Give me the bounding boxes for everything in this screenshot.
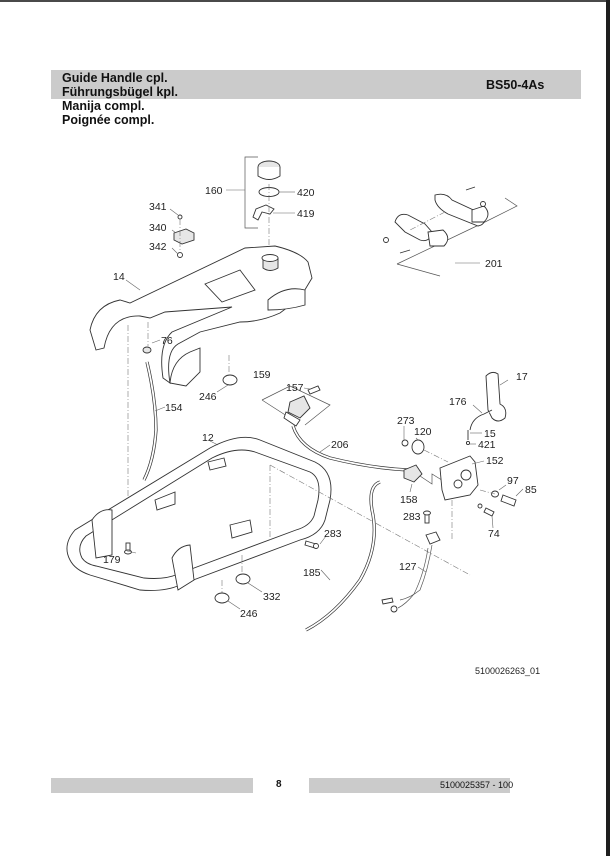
- callout-97: 97: [507, 475, 519, 487]
- title-spanish: Manija compl.: [62, 99, 145, 113]
- callout-158: 158: [400, 494, 418, 506]
- hose-154: [142, 361, 158, 481]
- callout-15: 15: [484, 428, 496, 440]
- callout-185: 185: [303, 567, 321, 579]
- callout-74: 74: [488, 528, 500, 540]
- bolt-179: [124, 542, 132, 555]
- callout-14: 14: [113, 271, 125, 283]
- page-number: 8: [276, 779, 282, 790]
- callout-17: 17: [516, 371, 528, 383]
- header-band: [51, 70, 581, 99]
- hose-clamps-lower: [214, 555, 251, 604]
- throttle-plate-152: [439, 455, 479, 540]
- callout-340: 340: [149, 222, 167, 234]
- grommet-76: [127, 322, 152, 545]
- hose-185: [305, 480, 381, 632]
- throttle-lever-17: [465, 371, 507, 446]
- callout-120: 120: [414, 426, 432, 438]
- callout-283-right: 283: [403, 511, 421, 523]
- callout-206: 206: [331, 439, 349, 451]
- title-german: Führungsbügel kpl.: [62, 85, 178, 99]
- exploded-parts-diagram: 160 420 419 341 340 342 201 14 76 246 15…: [66, 156, 537, 632]
- callout-160: 160: [205, 185, 223, 197]
- callout-201: 201: [485, 258, 503, 270]
- callout-12: 12: [202, 432, 214, 444]
- callout-419: 419: [297, 208, 315, 220]
- leader-lines: [125, 189, 524, 610]
- callout-246-upper: 246: [199, 391, 217, 403]
- callout-154: 154: [165, 402, 183, 414]
- callout-342: 342: [149, 241, 167, 253]
- fuel-cap-group: [244, 156, 281, 255]
- callout-labels: 160 420 419 341 340 342 201 14 76 246 15…: [103, 185, 537, 620]
- model-number: BS50-4As: [486, 78, 545, 92]
- clamp-assembly: [383, 186, 518, 277]
- title-french: Poignée compl.: [62, 113, 155, 127]
- callout-157: 157: [286, 382, 304, 394]
- title-english: Guide Handle cpl.: [62, 71, 168, 85]
- callout-179: 179: [103, 554, 121, 566]
- footer-band-left: [51, 778, 253, 793]
- callout-152: 152: [486, 455, 504, 467]
- fuel-hose-206: [291, 425, 409, 472]
- bolt-washer-97-85-74: [477, 489, 517, 517]
- nut-washer-273-120: [401, 439, 449, 463]
- callout-176: 176: [449, 396, 467, 408]
- viewer-top-border: [0, 0, 610, 2]
- callout-421: 421: [478, 439, 496, 451]
- callout-85: 85: [525, 484, 537, 496]
- callout-332: 332: [263, 591, 281, 603]
- callout-127: 127: [399, 561, 417, 573]
- handle-cover: [89, 245, 313, 387]
- callout-283-left: 283: [324, 528, 342, 540]
- drawing-id: 5100026263_01: [475, 666, 541, 676]
- document-number: 5100025357 - 100: [440, 780, 514, 790]
- bolt-283-left: [304, 540, 319, 549]
- cable-127: [381, 510, 441, 613]
- hose-clamp-246-upper: [222, 355, 238, 386]
- callout-76: 76: [161, 335, 173, 347]
- bracket-340-group: [173, 214, 195, 258]
- footer-band-right: [309, 778, 510, 793]
- callout-246-lower: 246: [240, 608, 258, 620]
- callout-420: 420: [297, 187, 315, 199]
- callout-273: 273: [397, 415, 415, 427]
- valve-group: [261, 385, 331, 427]
- callout-341: 341: [149, 201, 167, 213]
- callout-159: 159: [253, 369, 271, 381]
- fuel-tap-158: [403, 464, 446, 485]
- viewer-scrollbar-edge[interactable]: [606, 0, 610, 856]
